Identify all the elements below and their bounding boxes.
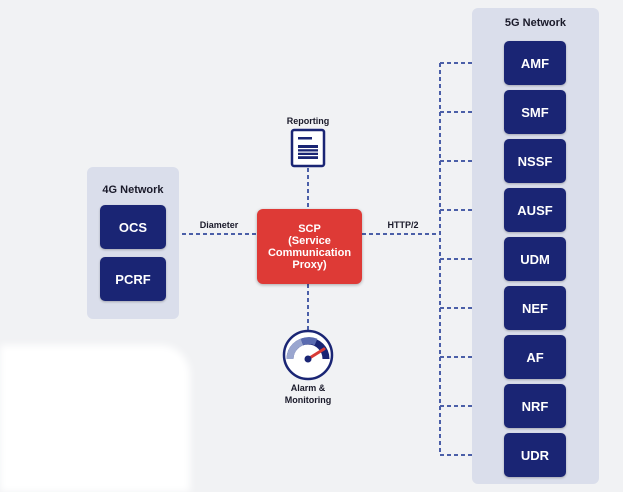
blank-area xyxy=(0,345,190,492)
node-udr[interactable]: UDR xyxy=(504,433,566,477)
node-nrf[interactable]: NRF xyxy=(504,384,566,428)
node-amf[interactable]: AMF xyxy=(504,41,566,85)
node-pcrf[interactable]: PCRF xyxy=(100,257,166,301)
node-ausf[interactable]: AUSF xyxy=(504,188,566,232)
node-smf[interactable]: SMF xyxy=(504,90,566,134)
report-document-icon xyxy=(290,128,326,168)
scp-label-line2: (Service xyxy=(288,234,331,247)
5g-network-panel: 5G Network AMF SMF NSSF AUSF UDM NEF AF … xyxy=(472,8,599,484)
scp-label-line1: SCP xyxy=(298,222,321,235)
alarm-label-line2: Monitoring xyxy=(284,395,332,405)
gauge-icon xyxy=(282,329,334,381)
4g-network-panel: 4G Network OCS PCRF xyxy=(87,167,179,319)
node-ocs[interactable]: OCS xyxy=(100,205,166,249)
node-nssf[interactable]: NSSF xyxy=(504,139,566,183)
scp-label-line4: Proxy) xyxy=(292,258,327,271)
http2-label: HTTP/2 xyxy=(387,220,419,230)
node-nef[interactable]: NEF xyxy=(504,286,566,330)
scp-node[interactable]: SCP (Service Communication Proxy) xyxy=(257,209,362,284)
scp-label-line3: Communication xyxy=(267,246,352,259)
alarm-label-line1: Alarm & xyxy=(290,383,326,393)
4g-network-title: 4G Network xyxy=(102,184,164,196)
node-udm[interactable]: UDM xyxy=(504,237,566,281)
5g-network-title: 5G Network xyxy=(504,17,567,29)
node-af[interactable]: AF xyxy=(504,335,566,379)
reporting-label: Reporting xyxy=(286,116,330,126)
diameter-label: Diameter xyxy=(199,220,239,230)
